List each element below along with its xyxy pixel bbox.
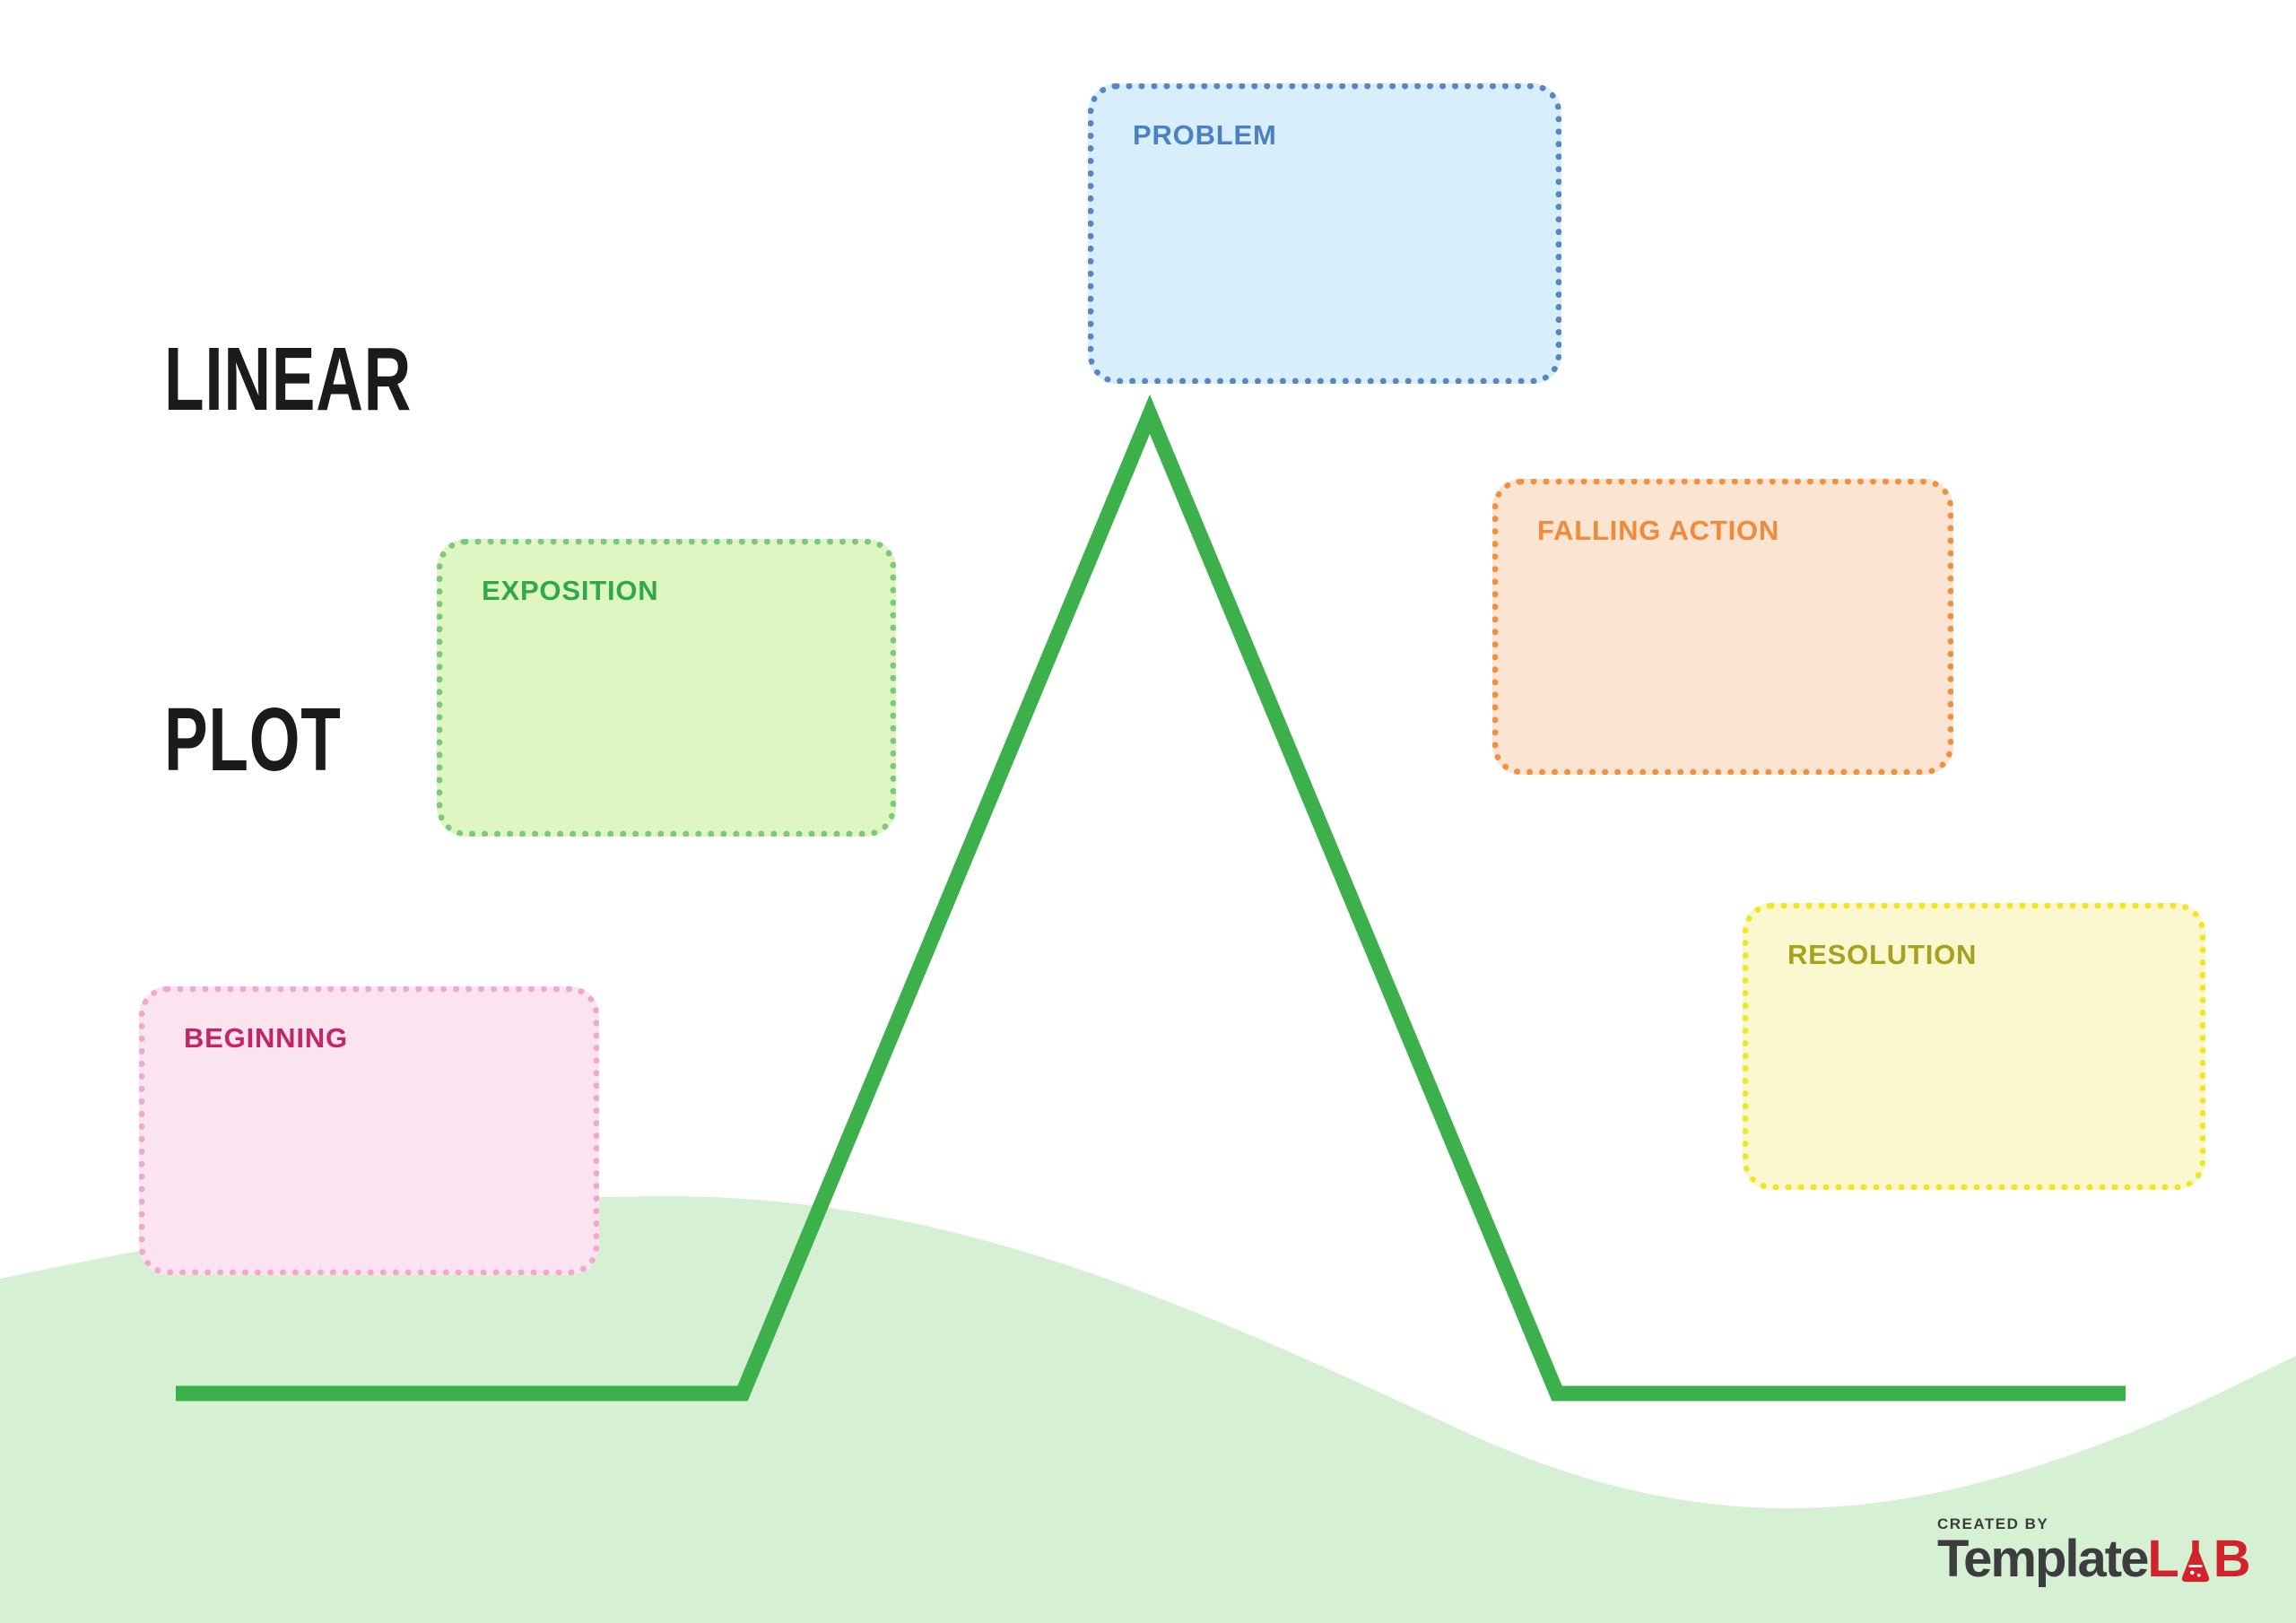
stage-box-falling-action[interactable]: FALLING ACTION — [1492, 479, 1953, 775]
stage-box-beginning[interactable]: BEGINNING — [139, 986, 599, 1275]
stage-label-falling-action: FALLING ACTION — [1537, 515, 1780, 546]
stage-box-exposition[interactable]: EXPOSITION — [437, 539, 896, 837]
background-wave — [0, 1196, 2296, 1623]
stage-label-exposition: EXPOSITION — [482, 575, 659, 606]
brand-lab-text: L B — [2147, 1530, 2251, 1588]
flask-icon — [2181, 1540, 2209, 1583]
page-title-line: LINEAR — [164, 329, 413, 430]
templatelab-brand: CREATED BY Template L B — [1937, 1515, 2251, 1588]
plot-line — [176, 394, 2126, 1402]
templatelab-wordmark: Template L B — [1937, 1530, 2251, 1588]
stage-label-resolution: RESOLUTION — [1787, 939, 1978, 970]
brand-b: B — [2213, 1530, 2251, 1588]
page-title-line: PLOT — [164, 690, 342, 790]
stage-box-problem[interactable]: PROBLEM — [1088, 83, 1561, 384]
stage-box-resolution[interactable]: RESOLUTION — [1743, 903, 2205, 1190]
brand-template-text: Template — [1937, 1530, 2149, 1588]
stage-label-problem: PROBLEM — [1133, 119, 1277, 151]
created-by-text: CREATED BY — [1937, 1515, 2049, 1532]
stage-label-beginning: BEGINNING — [184, 1022, 348, 1054]
brand-l: L — [2147, 1530, 2179, 1588]
